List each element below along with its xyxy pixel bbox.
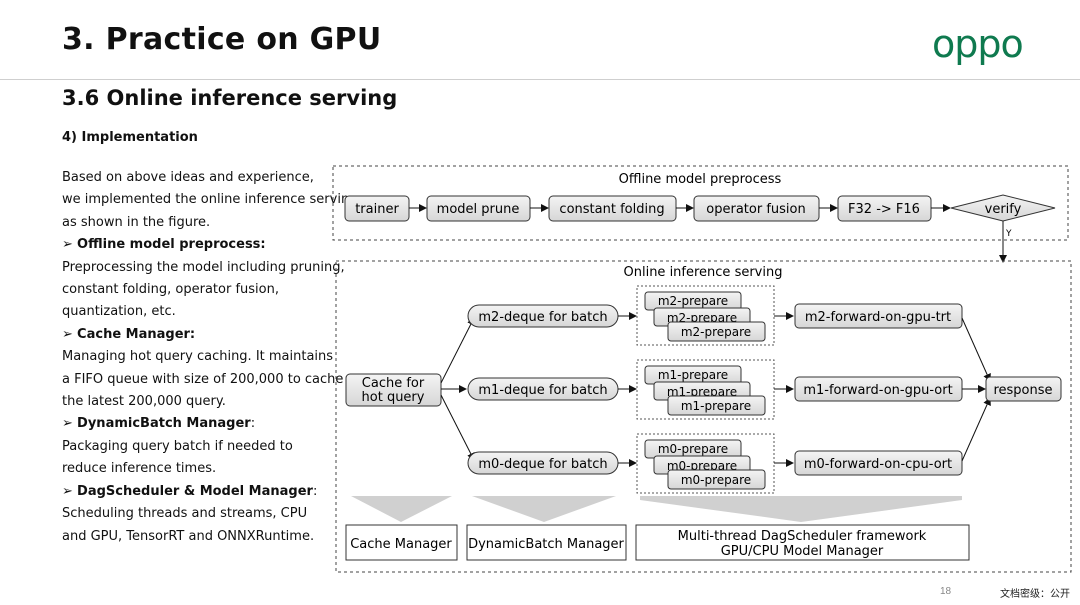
dag-manager-funnel: [640, 496, 962, 522]
m0-forward-label: m0-forward-on-cpu-ort: [804, 457, 952, 472]
response-label: response: [993, 383, 1052, 398]
fusion-label: operator fusion: [706, 202, 805, 217]
dynbatch-manager-box: [466, 524, 627, 561]
m0-prepare-label: m0-prepare: [658, 442, 728, 456]
body-text: Based on above ideas and experience, we …: [62, 167, 358, 548]
m0-prepare-group: [636, 433, 775, 494]
header-divider: [0, 79, 1080, 80]
f32-label: F32 -> F16: [848, 202, 920, 217]
offline-section: [332, 165, 1069, 241]
body-line: the latest 200,000 query.: [62, 394, 226, 410]
m0-forward-node: [794, 450, 963, 476]
m2-prepare-label: m2-prepare: [681, 325, 751, 339]
m1-prepare-box: [667, 395, 766, 416]
offline-title: Offline model preprocess: [619, 172, 782, 187]
m2-prepare-group: [636, 285, 775, 346]
body-line: quantization, etc.: [62, 304, 176, 320]
m1-prepare-label: m1-prepare: [658, 368, 728, 382]
bullet-icon: ➢: [62, 326, 73, 342]
m0-prepare-box: [667, 469, 766, 490]
cache-manager-box: [345, 524, 458, 561]
arrow: [440, 394, 475, 461]
body-line: Managing hot query caching. It maintains: [62, 349, 334, 365]
m0-deque-label: m0-deque for batch: [478, 457, 607, 472]
body-line: reduce inference times.: [62, 461, 217, 477]
m2-prepare-label: m2-prepare: [658, 294, 728, 308]
body-line: Scheduling threads and streams, CPU: [62, 506, 308, 522]
arrow: [440, 317, 475, 384]
bullet-title: DagScheduler & Model Manager: [77, 483, 313, 499]
bullet-title: DynamicBatch Manager: [77, 416, 251, 432]
dag-manager-label-2: GPU/CPU Model Manager: [721, 544, 884, 559]
body-line: we implemented the online inference serv…: [62, 192, 358, 208]
body-line: as shown in the figure.: [62, 214, 211, 230]
m1-prepare-label: m1-prepare: [681, 399, 751, 413]
verify-label: verify: [985, 202, 1022, 217]
verify-diamond: [950, 194, 1056, 222]
online-section: [335, 260, 1072, 573]
trainer-label: trainer: [355, 202, 399, 217]
bullet-suffix: :: [250, 416, 256, 432]
m2-prepare-box: [667, 321, 766, 342]
online-title: Online inference serving: [624, 265, 783, 280]
yes-label: Y: [1005, 229, 1012, 239]
classification-label: 文档密级：公开: [1000, 589, 1070, 600]
bullet-offline: ➢ Offline model preprocess:: [62, 234, 334, 256]
oppo-logo: oppo: [932, 22, 1024, 66]
prune-label: model prune: [437, 202, 520, 217]
body-line: constant folding, operator fusion,: [62, 282, 279, 298]
body-line: Preprocessing the model including prunin…: [62, 259, 345, 275]
cache-manager-label: Cache Manager: [350, 537, 452, 552]
m1-deque-label: m1-deque for batch: [478, 383, 607, 398]
section-title: 3.6 Online inference serving: [62, 86, 398, 110]
bullet-icon: ➢: [62, 483, 73, 499]
arrow: [961, 317, 991, 382]
implementation-label: 4) Implementation: [62, 130, 198, 145]
body-line: Based on above ideas and experience,: [62, 170, 314, 185]
dag-manager-box: [635, 524, 970, 561]
bullet-title: Offline model preprocess:: [77, 237, 266, 253]
dynbatch-manager-label: DynamicBatch Manager: [468, 537, 624, 552]
m2-deque-label: m2-deque for batch: [478, 310, 607, 325]
page-number: 18: [940, 586, 952, 597]
cache-label-1: Cache for: [362, 376, 425, 391]
m2-forward-label: m2-forward-on-gpu-trt: [805, 310, 951, 325]
m0-prepare-label: m0-prepare: [681, 473, 751, 487]
slide-title: 3. Practice on GPU: [62, 22, 382, 57]
bullet-suffix: :: [312, 483, 318, 499]
bullet-title: Cache Manager:: [77, 326, 196, 342]
arrow: [961, 397, 991, 462]
bullet-dagscheduler: ➢ DagScheduler & Model Manager:: [62, 481, 334, 503]
dynbatch-manager-funnel: [472, 496, 616, 522]
m1-prepare-group: [636, 359, 775, 420]
response-node: [985, 376, 1062, 402]
cache-manager-funnel: [351, 496, 452, 522]
body-line: Packaging query batch if needed to: [62, 438, 293, 454]
bullet-icon: ➢: [62, 416, 73, 432]
bullet-icon: ➢: [62, 237, 73, 253]
bullet-dynbatch: ➢ DynamicBatch Manager:: [62, 413, 334, 435]
body-line: a FIFO queue with size of 200,000 to cac…: [62, 371, 344, 387]
cache-label-2: hot query: [362, 390, 425, 405]
bullet-cache: ➢ Cache Manager:: [62, 324, 334, 346]
cache-node: [345, 373, 442, 407]
dag-manager-label-1: Multi-thread DagScheduler framework: [678, 529, 927, 544]
m2-forward-node: [794, 303, 963, 329]
body-line: and GPU, TensorRT and ONNXRuntime.: [62, 528, 315, 544]
fold-label: constant folding: [559, 202, 664, 217]
m1-forward-label: m1-forward-on-gpu-ort: [803, 383, 952, 398]
